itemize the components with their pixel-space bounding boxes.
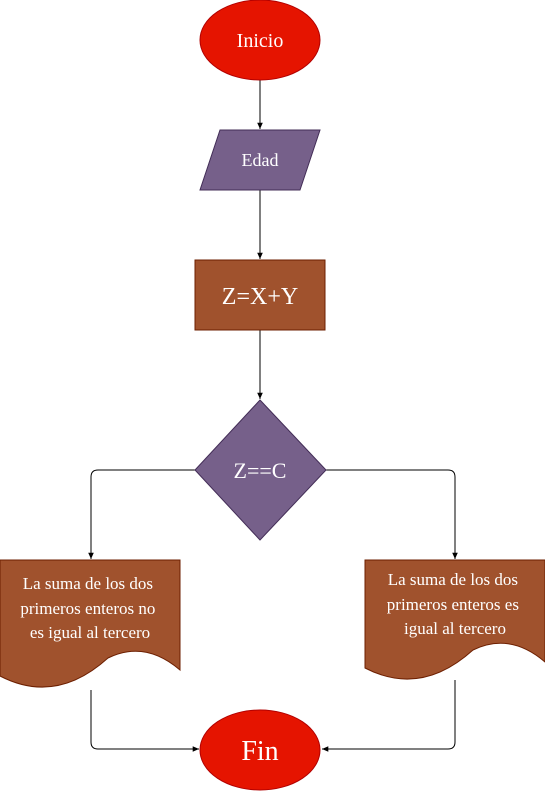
end-node: Fin xyxy=(199,709,321,791)
output-right-text: La suma de los dos primeros enteros es i… xyxy=(387,570,523,638)
output-right-line-1: La suma de los dos xyxy=(388,570,518,589)
decision-label: Z==C xyxy=(234,458,287,483)
decision-diamond xyxy=(194,399,327,541)
process-label: Z=X+Y xyxy=(222,284,298,310)
output-right-document xyxy=(364,559,545,680)
process-node: Z=X+Y xyxy=(194,259,326,331)
end-label: Fin xyxy=(241,736,278,767)
edge-decision-to-right-output xyxy=(326,469,458,559)
decision-node: Z==C xyxy=(194,399,327,541)
start-label: Inicio xyxy=(237,30,284,52)
output-right-node: La suma de los dos primeros enteros es i… xyxy=(364,559,545,680)
edge-decision-to-left-output xyxy=(88,469,196,559)
output-left-document xyxy=(0,559,181,688)
input-parallelogram xyxy=(199,129,321,191)
input-node: Edad xyxy=(199,129,321,191)
edge-left-output-to-end xyxy=(90,690,199,752)
output-left-text: La suma de los dos primeros enteros no e… xyxy=(20,574,159,642)
end-ellipse xyxy=(199,709,321,791)
output-left-node: La suma de los dos primeros enteros no e… xyxy=(0,559,181,688)
connectors xyxy=(88,80,458,752)
input-label: Edad xyxy=(242,150,279,170)
start-ellipse xyxy=(199,0,321,81)
output-right-line-2: primeros enteros es xyxy=(387,595,519,614)
edge-right-output-to-end xyxy=(322,680,456,752)
output-right-line-3: igual al tercero xyxy=(404,619,506,638)
output-left-line-3: es igual al tercero xyxy=(30,623,150,642)
process-rect xyxy=(194,259,326,331)
start-node: Inicio xyxy=(199,0,321,81)
output-left-line-1: La suma de los dos xyxy=(23,574,153,593)
output-left-line-2: primeros enteros no xyxy=(20,599,155,618)
